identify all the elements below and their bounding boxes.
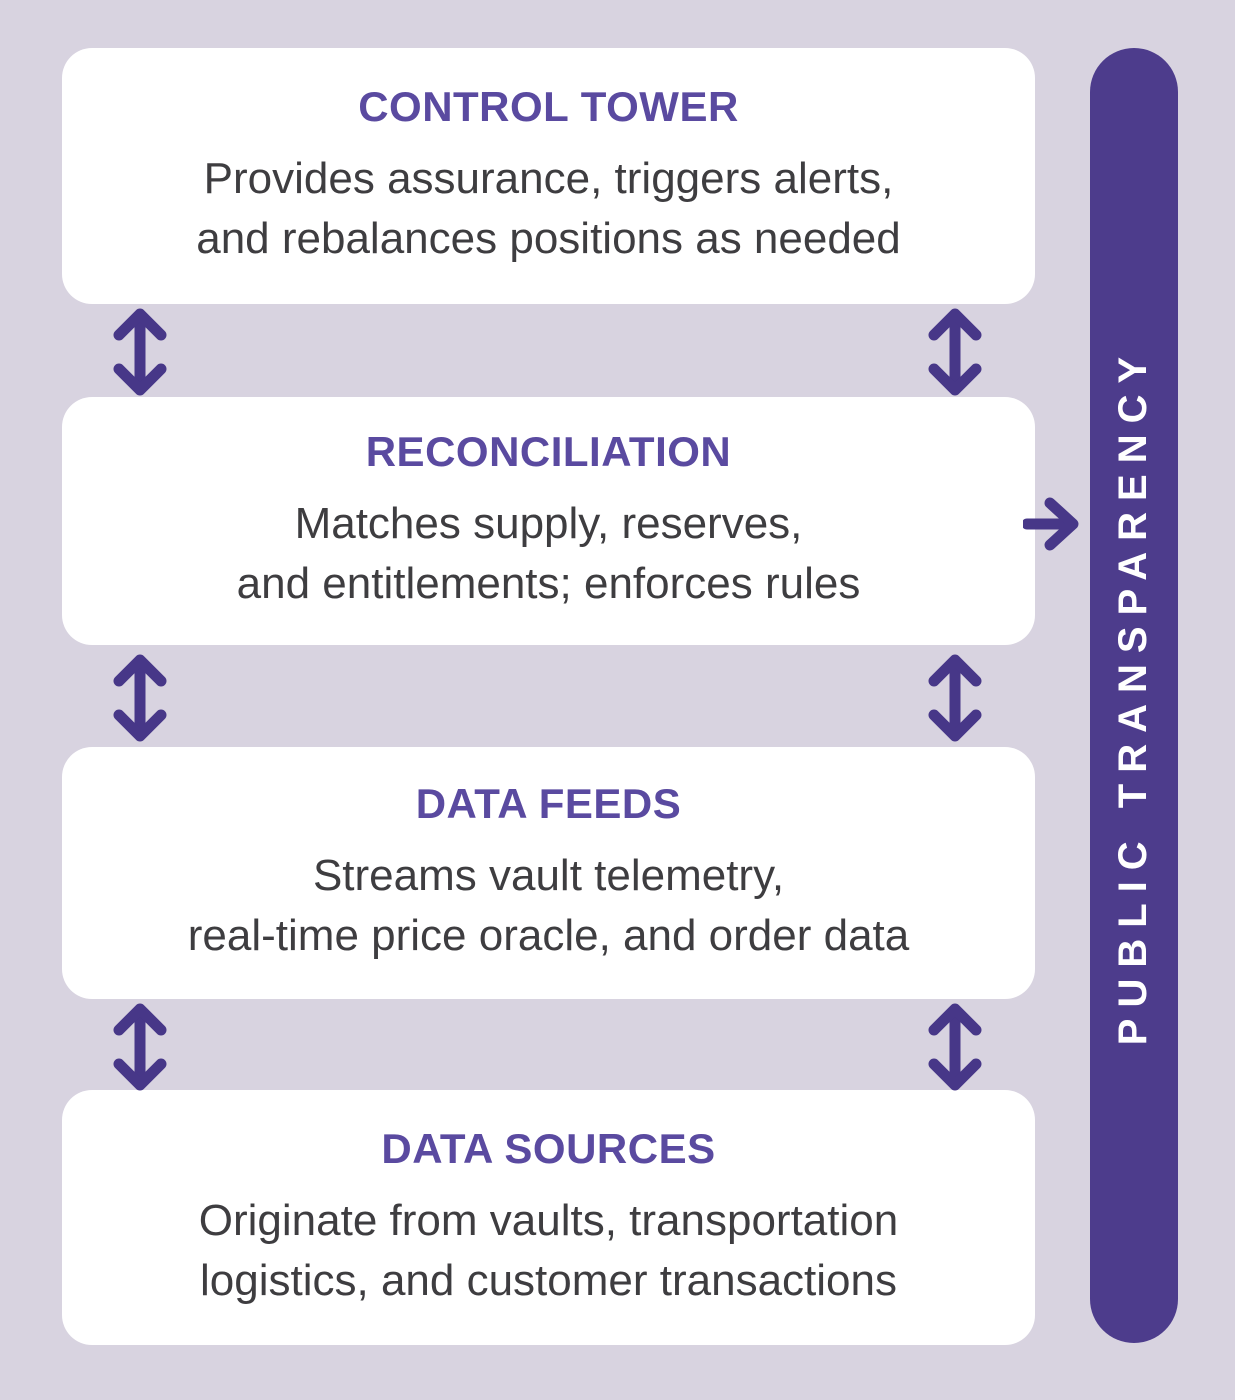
- bidirectional-arrow-icon: [927, 1001, 983, 1093]
- bidirectional-arrow-icon: [112, 1001, 168, 1093]
- public-transparency-label: PUBLIC TRANSPARENCY: [1111, 345, 1156, 1046]
- box-description-line: Originate from vaults, transportation: [198, 1195, 899, 1245]
- bidirectional-arrow-icon: [927, 652, 983, 744]
- box-title: CONTROL TOWER: [358, 83, 739, 130]
- box-description-line: Provides assurance, triggers alerts,: [203, 154, 894, 203]
- bidirectional-arrow-icon: [927, 306, 983, 398]
- right-arrow-icon: [1023, 496, 1081, 552]
- box-data-sources: DATA SOURCES Originate from vaults, tran…: [62, 1090, 1035, 1345]
- box-data-feeds: DATA FEEDS Streams vault telemetry, real…: [62, 747, 1035, 999]
- bidirectional-arrow-icon: [112, 306, 168, 398]
- box-control-tower: CONTROL TOWER Provides assurance, trigge…: [62, 48, 1035, 304]
- box-description-line: real-time price oracle, and order data: [187, 911, 910, 960]
- box-description-line: Matches supply, reserves,: [294, 499, 803, 548]
- box-title: DATA SOURCES: [381, 1124, 716, 1172]
- box-description-line: and rebalances positions as needed: [196, 214, 901, 263]
- bidirectional-arrow-icon: [112, 652, 168, 744]
- box-title: RECONCILIATION: [365, 428, 732, 475]
- box-title: DATA FEEDS: [415, 780, 682, 827]
- public-transparency-bar: PUBLIC TRANSPARENCY: [1090, 48, 1178, 1343]
- box-description-line: Streams vault telemetry,: [312, 851, 785, 900]
- box-reconciliation: RECONCILIATION Matches supply, reserves,…: [62, 397, 1035, 645]
- box-description-line: and entitlements; enforces rules: [236, 559, 861, 608]
- box-description-line: logistics, and customer transactions: [200, 1255, 897, 1305]
